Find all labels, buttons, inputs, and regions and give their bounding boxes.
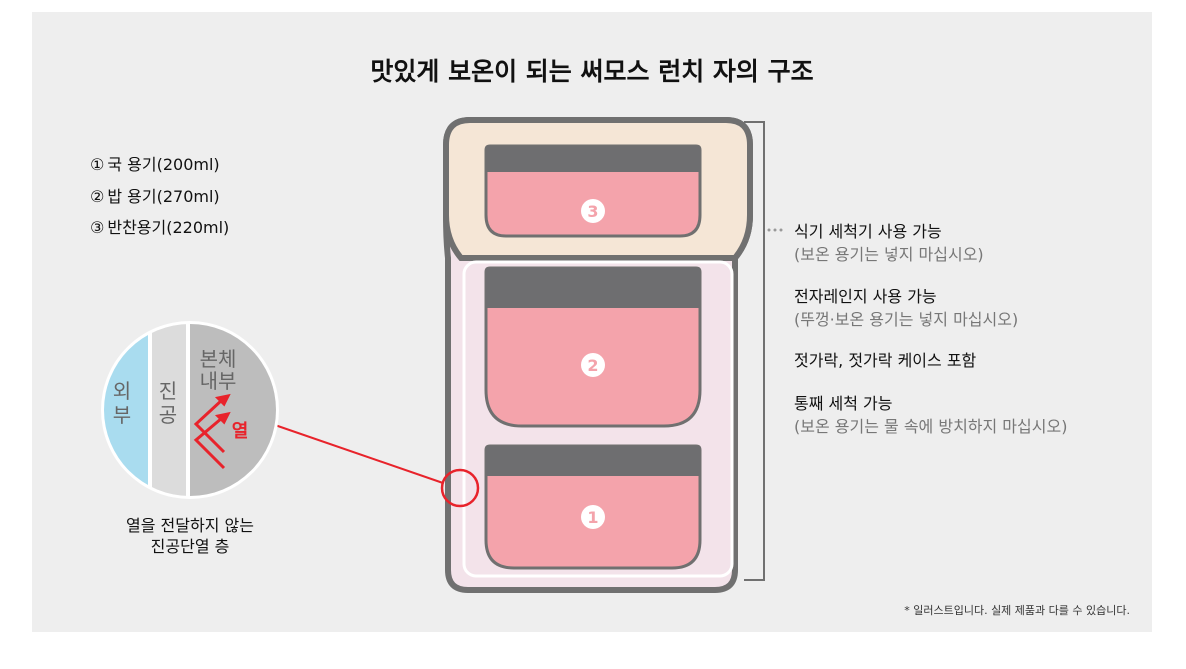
svg-text:진: 진	[159, 379, 177, 403]
vacuum-detail: 외 부 진 공 본체 내부 열 열을 전달하지 않는 진공단열 층	[101, 321, 279, 556]
badge-2	[581, 353, 605, 377]
feature-note: (보온 용기는 물 속에 방치하지 마십시오)	[794, 417, 1067, 436]
page-title: 맛있게 보온이 되는 써모스 런치 자의 구조	[370, 57, 813, 86]
feature-list: 식기 세척기 사용 가능 (보온 용기는 넣지 마십시오) 전자레인지 사용 가…	[794, 222, 1067, 436]
svg-text:공: 공	[159, 403, 177, 427]
svg-text:2: 2	[587, 356, 598, 375]
feature-main: 통째 세척 가능	[794, 394, 893, 413]
badge-1	[581, 505, 605, 529]
svg-text:1: 1	[587, 508, 598, 527]
inner-wall	[462, 260, 734, 578]
svg-text:내부: 내부	[200, 369, 237, 393]
feature-note: (보온 용기는 넣지 마십시오)	[794, 245, 984, 264]
svg-text:본체: 본체	[200, 347, 237, 371]
heat-arrows-icon	[193, 393, 231, 470]
svg-text:외: 외	[113, 379, 131, 403]
dotted-leader	[767, 228, 783, 232]
container-2: 2	[484, 266, 702, 428]
lunch-jar: 3 2 1	[443, 117, 753, 593]
feature-note: (뚜껑·보온 용기는 넣지 마십시오)	[794, 310, 1018, 329]
feature-main: 식기 세척기 사용 가능	[794, 222, 942, 241]
bracket	[744, 121, 765, 581]
svg-text:열을 전달하지 않는: 열을 전달하지 않는	[126, 516, 254, 535]
callout-circle	[440, 468, 480, 508]
container-3: 3	[484, 144, 702, 238]
feature-main: 전자레인지 사용 가능	[794, 287, 937, 306]
svg-text:진공단열 층: 진공단열 층	[151, 537, 230, 556]
svg-text:3: 3	[587, 202, 598, 221]
container-1: 1	[484, 444, 702, 570]
svg-text:열: 열	[232, 421, 249, 442]
callout-line	[271, 423, 444, 484]
feature-main: 젓가락, 젓가락 케이스 포함	[794, 351, 977, 370]
footnote: * 일러스트입니다. 실제 제품과 다를 수 있습니다.	[904, 603, 1130, 617]
svg-text:부: 부	[113, 403, 131, 427]
badge-3	[581, 199, 605, 223]
